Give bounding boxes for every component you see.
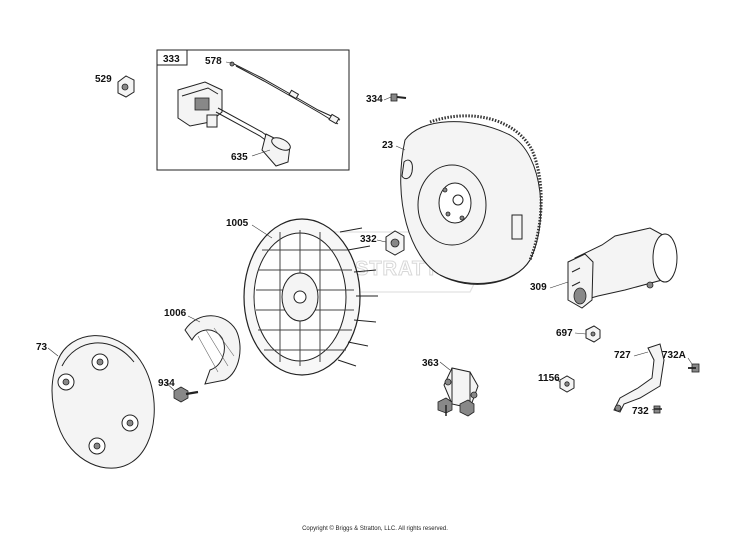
part-578-wire[interactable] bbox=[229, 61, 341, 125]
label-1156: 1156 bbox=[538, 373, 560, 384]
label-732: 732 bbox=[632, 406, 649, 417]
part-732-screw[interactable] bbox=[653, 405, 662, 414]
label-934: 934 bbox=[158, 378, 175, 389]
label-1006: 1006 bbox=[164, 308, 187, 319]
part-73-cover[interactable] bbox=[51, 335, 155, 469]
part-697-fitting[interactable] bbox=[585, 325, 601, 343]
part-1006-screen[interactable] bbox=[184, 315, 241, 385]
label-332: 332 bbox=[360, 234, 377, 245]
leader-lines bbox=[47, 61, 693, 411]
copyright-notice: Copyright © Briggs & Stratton, LLC. All … bbox=[302, 526, 448, 532]
part-309-starter[interactable] bbox=[567, 227, 678, 309]
part-332-nut[interactable] bbox=[385, 230, 405, 256]
label-73: 73 bbox=[36, 342, 48, 353]
part-labels: 333 578 529 635 334 23 1005 332 309 1006… bbox=[36, 54, 686, 417]
label-578: 578 bbox=[205, 56, 222, 67]
label-727: 727 bbox=[614, 350, 631, 361]
part-732a-screw[interactable] bbox=[688, 363, 700, 373]
label-334: 334 bbox=[366, 94, 383, 105]
part-727-bracket[interactable] bbox=[613, 343, 665, 413]
ignition-kit-box bbox=[156, 49, 350, 171]
label-363: 363 bbox=[422, 358, 439, 369]
part-529-nut[interactable] bbox=[117, 75, 135, 98]
part-23-flywheel[interactable] bbox=[400, 114, 543, 285]
part-1005-fan[interactable] bbox=[243, 218, 378, 376]
label-333: 333 bbox=[163, 54, 180, 65]
part-635-armature[interactable] bbox=[177, 81, 292, 167]
part-363-bracket[interactable] bbox=[437, 367, 479, 417]
label-309: 309 bbox=[530, 282, 547, 293]
label-732a: 732A bbox=[662, 350, 686, 361]
label-1005: 1005 bbox=[226, 218, 249, 229]
part-1156-nut[interactable] bbox=[559, 375, 575, 393]
part-334-screw[interactable] bbox=[390, 93, 407, 102]
label-23: 23 bbox=[382, 140, 394, 151]
part-934-screw[interactable] bbox=[173, 386, 199, 403]
label-635: 635 bbox=[231, 152, 248, 163]
label-529: 529 bbox=[95, 74, 112, 85]
label-697: 697 bbox=[556, 328, 573, 339]
